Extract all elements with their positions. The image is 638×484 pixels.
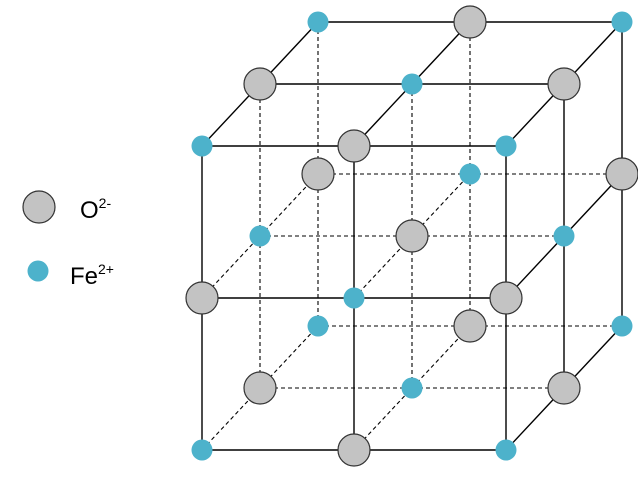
- oxide-ion: [453, 5, 487, 39]
- iron-ion: [495, 439, 517, 461]
- iron-ion: [249, 225, 271, 247]
- oxide-ion: [547, 67, 581, 101]
- iron-ion: [307, 11, 329, 33]
- oxide-ion: [243, 371, 277, 405]
- iron-ion: [611, 315, 633, 337]
- lattice-edges: [201, 21, 623, 451]
- legend-oxide-marker: [22, 190, 56, 224]
- oxide-ion: [337, 129, 371, 163]
- iron-ion: [191, 135, 213, 157]
- iron-ion: [553, 225, 575, 247]
- oxide-ion: [301, 157, 335, 191]
- iron-ion: [401, 73, 423, 95]
- legend-icons: [22, 190, 56, 282]
- oxide-ion: [453, 309, 487, 343]
- iron-ion: [401, 377, 423, 399]
- legend-iron-marker: [27, 260, 49, 282]
- oxide-ion: [337, 433, 371, 467]
- oxide-ion: [243, 67, 277, 101]
- oxide-ion: [605, 157, 638, 191]
- iron-ion: [191, 439, 213, 461]
- oxide-ion: [395, 219, 429, 253]
- iron-ion: [611, 11, 633, 33]
- oxide-ion: [489, 281, 523, 315]
- iron-ion: [343, 287, 365, 309]
- iron-ion: [307, 315, 329, 337]
- iron-ion: [459, 163, 481, 185]
- iron-ion: [495, 135, 517, 157]
- lattice-atoms: [185, 5, 638, 467]
- oxide-ion: [547, 371, 581, 405]
- legend-iron-label: Fe2+: [70, 261, 114, 290]
- oxide-ion: [185, 281, 219, 315]
- legend-oxide-label: O2-: [80, 195, 112, 224]
